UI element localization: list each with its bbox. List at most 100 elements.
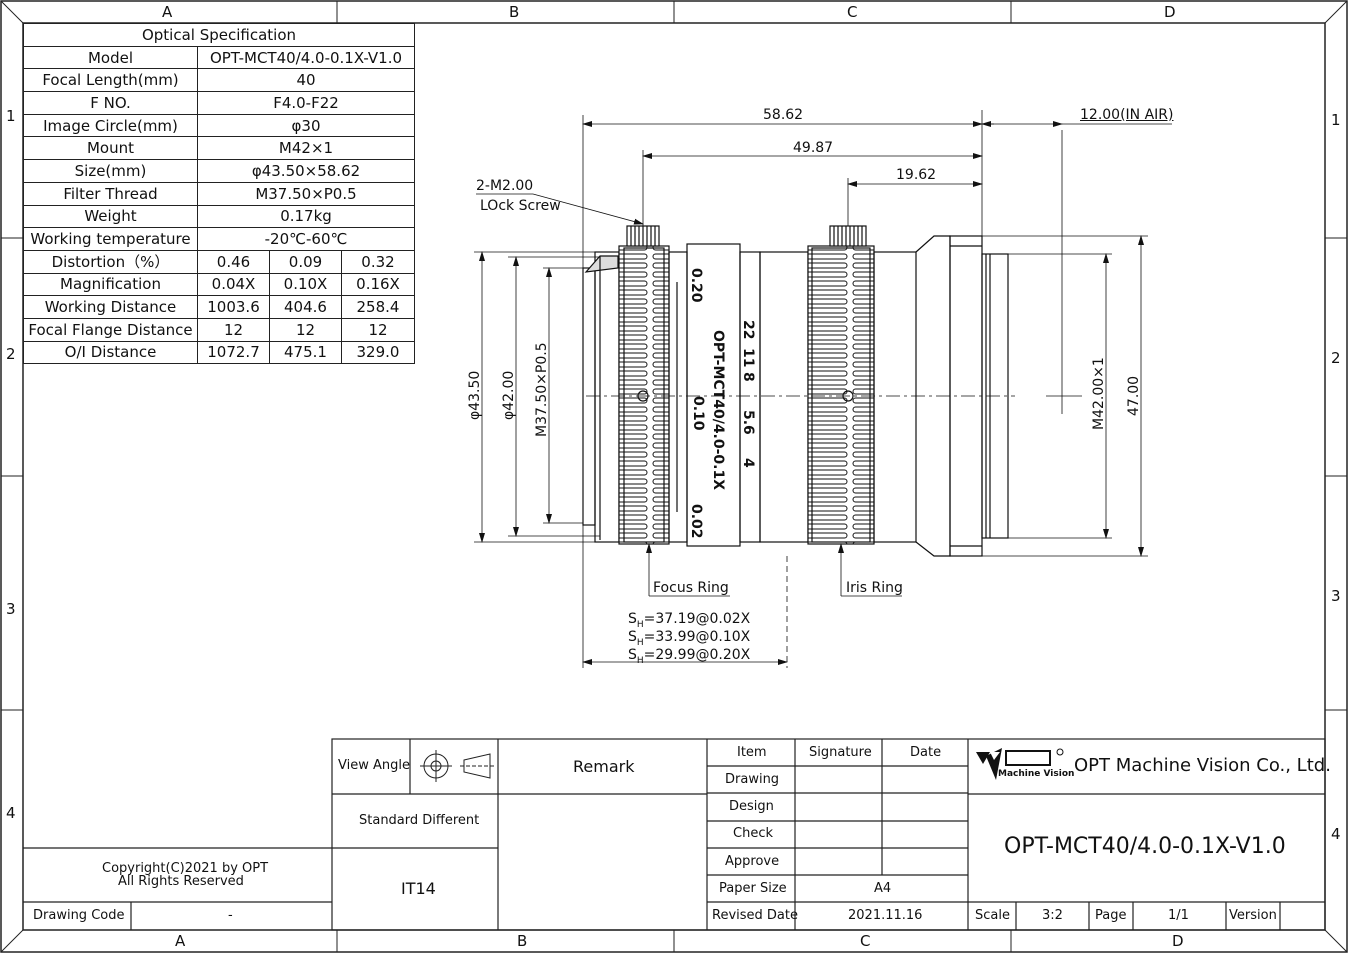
- spec-value: F4.0-F22: [197, 91, 415, 115]
- version-label: Version: [1229, 908, 1277, 923]
- revised-date-value: 2021.11.16: [848, 908, 923, 923]
- spec-value: M37.50×P0.5: [197, 181, 415, 206]
- row-marker-left-4: 4: [6, 804, 16, 822]
- spec-row: Image Circle(mm)φ30: [23, 113, 415, 138]
- remark-label: Remark: [573, 757, 635, 776]
- copyright-line-1: Copyright(C)2021 by OPT: [102, 861, 269, 876]
- row-marker-left-3: 3: [6, 600, 16, 618]
- projection-cone-icon: [463, 753, 491, 779]
- spec-label: Working Distance: [23, 295, 198, 319]
- spec-value: 1072.7: [197, 340, 270, 365]
- fstop-8: 8: [740, 372, 756, 382]
- item-header: Item: [737, 745, 767, 760]
- spec-value: 0.17kg: [197, 204, 415, 229]
- callout-screw-size: 2-M2.00: [476, 178, 534, 194]
- revised-date-label: Revised Date: [712, 908, 798, 923]
- callout-focus-ring: Focus Ring: [653, 580, 729, 596]
- standard-different-label: Standard Different: [359, 813, 480, 828]
- col-marker-bottom-c: C: [860, 932, 871, 950]
- spec-value: 12: [269, 317, 342, 342]
- spec-value: φ30: [197, 113, 415, 138]
- page-label: Page: [1095, 908, 1127, 923]
- paper-size-value: A4: [874, 881, 892, 896]
- row-marker-left-2: 2: [6, 345, 16, 363]
- page-value: 1/1: [1168, 908, 1189, 923]
- copyright-line-2: All Rights Reserved: [118, 874, 244, 889]
- spec-label: Focal Flange Distance: [23, 317, 198, 342]
- dim-iris-length: 19.62: [896, 167, 937, 183]
- row-marker-left-1: 1: [6, 107, 16, 125]
- col-marker-top-b: B: [509, 3, 520, 21]
- logo-subtext: Machine Vision: [998, 769, 1075, 779]
- spec-value: 404.6: [269, 295, 342, 319]
- fstop-11: 11: [740, 348, 756, 367]
- fstop-4: 4: [740, 458, 756, 468]
- spec-value: 0.46: [197, 249, 270, 274]
- dim-flange-distance: 12.00(IN AIR): [1080, 107, 1174, 123]
- spec-label: Size(mm): [23, 159, 198, 183]
- sh-line-1: SH=37.19@0.02X: [628, 611, 751, 630]
- signature-header: Signature: [809, 745, 872, 760]
- sh-line-3: SH=29.99@0.20X: [628, 647, 751, 666]
- spec-value: 0.32: [341, 249, 415, 274]
- row-marker-right-3: 3: [1331, 587, 1341, 605]
- drawing-row-label: Drawing: [725, 772, 780, 787]
- spec-row: Size(mm)φ43.50×58.62: [23, 159, 415, 183]
- col-marker-bottom-d: D: [1172, 932, 1184, 950]
- row-marker-right-1: 1: [1331, 111, 1341, 129]
- lens-model-marking: OPT-MCT40/4.0-0.1X: [710, 330, 726, 490]
- col-marker-bottom-b: B: [517, 932, 528, 950]
- mag-marking-top: 0.20: [688, 268, 704, 303]
- paper-size-label: Paper Size: [719, 881, 787, 896]
- mag-marking-mid: 0.10: [690, 396, 706, 431]
- mag-marking-bottom: 0.02: [688, 504, 704, 539]
- dim-mount: M42.00×1: [1091, 357, 1107, 430]
- dim-dia-43-50: φ43.50: [467, 371, 483, 420]
- spec-label: Image Circle(mm): [23, 113, 198, 138]
- tolerance-value: IT14: [401, 879, 436, 898]
- spec-value: 475.1: [269, 340, 342, 365]
- view-angle-label: View Angle: [338, 758, 410, 773]
- col-marker-bottom-a: A: [175, 932, 186, 950]
- dim-filter-thread: M37.50×P0.5: [534, 342, 550, 437]
- spec-label: Filter Thread: [23, 181, 198, 206]
- spec-value: OPT-MCT40/4.0-0.1X-V1.0: [197, 45, 415, 70]
- callout-lock-screw: LOck Screw: [480, 198, 561, 214]
- date-header: Date: [910, 745, 942, 760]
- scale-label: Scale: [975, 908, 1010, 923]
- spec-label: Magnification: [23, 272, 198, 297]
- logo-text: OPT: [1011, 749, 1048, 767]
- approve-row-label: Approve: [725, 854, 780, 869]
- part-number: OPT-MCT40/4.0-0.1X-V1.0: [1004, 834, 1286, 859]
- row-marker-right-4: 4: [1331, 825, 1341, 843]
- dim-focus-length: 49.87: [793, 140, 834, 156]
- sh-line-2: SH=33.99@0.10X: [628, 629, 751, 648]
- dim-47: 47.00: [1126, 376, 1142, 416]
- callout-iris-ring: Iris Ring: [846, 580, 903, 596]
- check-row-label: Check: [733, 826, 773, 841]
- spec-value: 0.10X: [269, 272, 342, 297]
- col-marker-top-a: A: [162, 3, 173, 21]
- design-row-label: Design: [729, 799, 774, 814]
- spec-row: F NO.F4.0-F22: [23, 91, 415, 115]
- spec-label: O/I Distance: [23, 340, 198, 365]
- dim-dia-42: φ42.00: [501, 371, 517, 420]
- col-marker-top-d: D: [1164, 3, 1176, 21]
- fstop-5-6: 5.6: [740, 410, 756, 435]
- company-name: OPT Machine Vision Co., Ltd.: [1074, 755, 1331, 776]
- spec-value: 1003.6: [197, 295, 270, 319]
- dim-total-length: 58.62: [763, 107, 804, 123]
- drawing-code-value: -: [228, 908, 233, 923]
- spec-value: 0.04X: [197, 272, 270, 297]
- drawing-code-label: Drawing Code: [33, 908, 125, 923]
- spec-value: 329.0: [341, 340, 415, 365]
